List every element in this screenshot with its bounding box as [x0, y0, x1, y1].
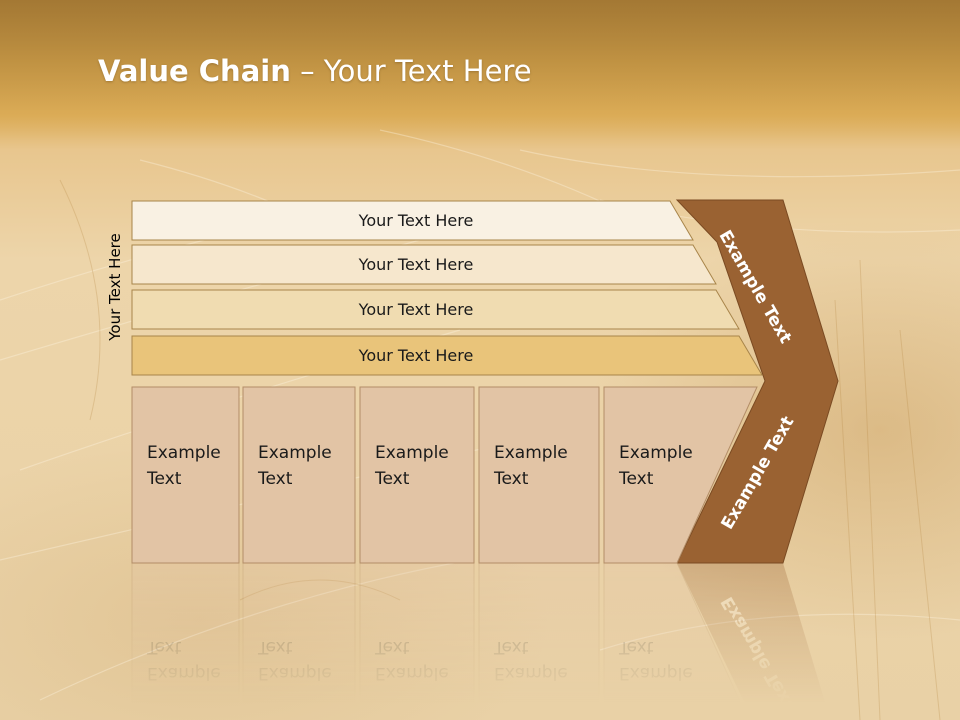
page-title: Value Chain – Your Text Here	[98, 54, 532, 88]
bar-shape	[131, 335, 763, 376]
box-shape	[478, 386, 600, 564]
box-reflection: Example Text	[242, 562, 356, 720]
value-chain-bar: Your Text Here	[131, 289, 740, 330]
box-label-line1: Example	[375, 663, 449, 683]
bar-shape	[131, 200, 694, 241]
box-label-line2: Text	[618, 637, 654, 657]
box-reflection: Example Text	[603, 562, 749, 720]
box-label-line1: Example	[147, 663, 221, 683]
box-label-line1: Example	[258, 663, 332, 683]
box-label-line1: Example	[619, 443, 693, 463]
value-chain-chevron	[675, 199, 839, 564]
box-label-line2: Text	[493, 469, 529, 489]
reflection-group: ExampleTextExampleTextExampleTextExample…	[131, 562, 831, 720]
box-shape	[359, 386, 475, 564]
value-chain-bar: Your Text Here	[131, 335, 763, 376]
bar-label: Your Text Here	[358, 211, 474, 230]
bar-label: Your Text Here	[358, 255, 474, 274]
box-shape	[131, 562, 240, 720]
chevron-reflection	[677, 563, 831, 720]
box-reflection: Example Text	[131, 562, 240, 720]
value-chain-bar: Your Text Here	[131, 200, 694, 241]
box-label-line1: Example	[494, 443, 568, 463]
bar-shape	[131, 244, 717, 285]
box-label-line2: Text	[374, 637, 410, 657]
box-label-line1: Example	[494, 663, 568, 683]
header-band	[0, 0, 960, 140]
bar-shape	[131, 289, 740, 330]
box-label-line2: Text	[146, 469, 182, 489]
box-label-line2: Text	[257, 469, 293, 489]
box-shape	[242, 562, 356, 720]
box-label-line2: Text	[146, 637, 182, 657]
box-label-line1: Example	[147, 443, 221, 463]
page-title-bold: Value Chain	[98, 54, 291, 88]
box-reflection: Example Text	[478, 562, 600, 720]
box-label-line1: Example	[375, 443, 449, 463]
box-label-line1: Example	[258, 443, 332, 463]
value-chain-bar: Your Text Here	[131, 244, 717, 285]
box-label-line2: Text	[257, 637, 293, 657]
box-shape	[242, 386, 356, 564]
box-shape	[478, 562, 600, 720]
bar-label: Your Text Here	[358, 346, 474, 365]
box-label-line2: Text	[618, 469, 654, 489]
reflection: ExampleTextExampleTextExampleTextExample…	[131, 562, 831, 720]
page-title-rest: – Your Text Here	[290, 54, 532, 88]
box-shape	[603, 386, 758, 564]
bar-label: Your Text Here	[358, 300, 474, 319]
box-label-line2: Text	[493, 637, 529, 657]
box-reflection: Example Text	[359, 562, 475, 720]
box-label-line1: Example	[619, 663, 693, 683]
box-shape	[131, 386, 240, 564]
box-label-line2: Text	[374, 469, 410, 489]
